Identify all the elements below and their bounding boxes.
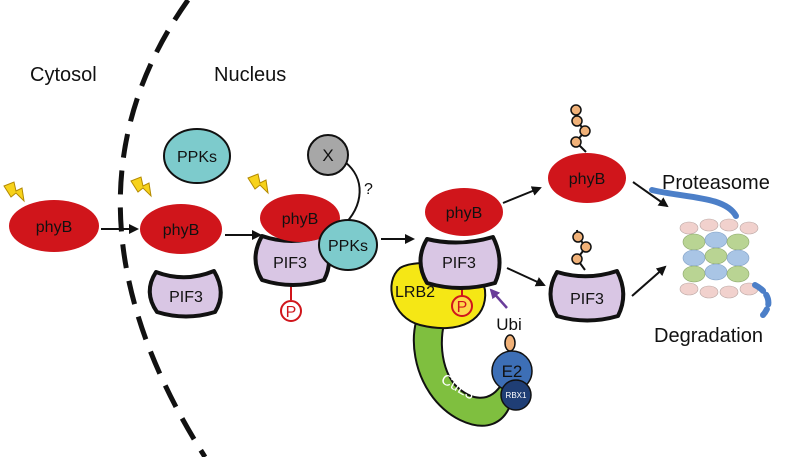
pif3-complex-2: PIF3	[418, 235, 502, 297]
ubiquitin-transfer-arrow	[489, 288, 508, 309]
svg-text:phyB: phyB	[36, 219, 72, 236]
cytosol-label: Cytosol	[30, 64, 97, 86]
proteasome	[649, 187, 772, 318]
arrow-to-proteasome-2	[631, 265, 667, 297]
pif3-free: PIF3	[147, 269, 223, 319]
ubi: Ubi	[496, 315, 522, 352]
svg-text:PPKs: PPKs	[177, 149, 217, 166]
lightning-icon	[247, 173, 269, 195]
ppks-complex: PPKs	[318, 219, 378, 271]
nuclear-envelope	[117, 0, 208, 457]
phyB-cytosol: phyB	[3, 181, 99, 252]
ub-phyB: phyB	[548, 104, 626, 203]
nucleus-label: Nucleus	[214, 64, 286, 86]
rbx1: RBX1	[500, 379, 532, 411]
proteasome-label: Proteasome	[662, 172, 770, 194]
phyB-complex-2: phyB	[425, 188, 503, 236]
svg-text:P: P	[457, 299, 468, 316]
phospho-2: P	[451, 295, 473, 317]
phyB-complex-1: phyB	[247, 173, 340, 242]
svg-text:P: P	[286, 304, 297, 321]
ppks-free: PPKs	[163, 128, 231, 184]
svg-text:PPKs: PPKs	[328, 238, 368, 255]
svg-text:LRB2: LRB2	[395, 284, 435, 301]
svg-text:PIF3: PIF3	[570, 291, 604, 308]
svg-text:PIF3: PIF3	[273, 255, 307, 272]
svg-text:phyB: phyB	[282, 211, 318, 228]
arrow-to-ub-phyB	[502, 186, 542, 204]
svg-text:RBX1: RBX1	[506, 391, 527, 400]
arrow-to-proteasome-1	[632, 181, 669, 208]
question-mark: ?	[364, 181, 373, 198]
svg-text:phyB: phyB	[446, 205, 482, 222]
lightning-icon	[130, 176, 152, 198]
x-factor: X ?	[307, 134, 373, 228]
arrow-to-ub-pif3	[506, 267, 546, 287]
ub-pif3: PIF3	[548, 229, 626, 323]
degradation-label: Degradation	[654, 325, 763, 347]
svg-text:PIF3: PIF3	[442, 255, 476, 272]
pif3-complex-1: PIF3	[253, 234, 331, 300]
phospho-1: P	[280, 300, 302, 322]
svg-text:X: X	[322, 146, 333, 165]
svg-text:phyB: phyB	[163, 222, 199, 239]
svg-text:Ubi: Ubi	[496, 315, 522, 334]
lightning-icon	[3, 181, 25, 203]
svg-text:phyB: phyB	[569, 171, 605, 188]
svg-text:E2: E2	[502, 362, 523, 381]
svg-text:PIF3: PIF3	[169, 289, 203, 306]
phyB-nucleus: phyB	[130, 176, 222, 254]
